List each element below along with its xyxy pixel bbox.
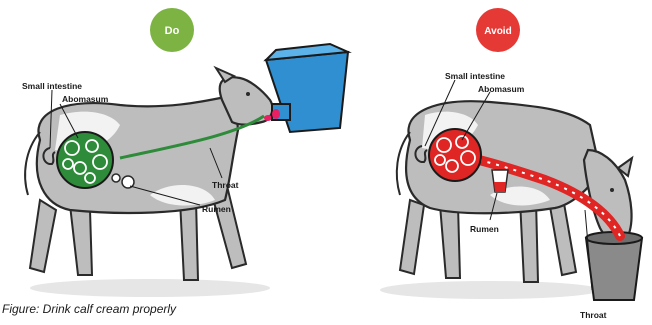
do-ground-shadow	[30, 279, 270, 297]
avoid-label-rumen: Rumen	[470, 224, 499, 234]
avoid-label-abomasum: Abomasum	[478, 84, 525, 94]
do-label-small-intestine: Small intestine	[22, 81, 82, 91]
avoid-calf-eye	[610, 188, 614, 192]
figure-caption: Figure: Drink calf cream properly	[2, 302, 176, 316]
avoid-ground-shadow	[380, 281, 600, 299]
avoid-badge-label: Avoid	[484, 26, 511, 37]
do-label-abomasum: Abomasum	[62, 94, 109, 104]
avoid-label-throat: Throat	[580, 310, 607, 320]
blue-feeder	[266, 44, 348, 132]
avoid-abomasum	[429, 129, 481, 181]
do-panel: Do	[22, 8, 348, 297]
do-calf-eye	[246, 92, 250, 96]
do-calf-tongue	[264, 115, 272, 121]
do-label-throat: Throat	[212, 180, 239, 190]
do-badge-label: Do	[165, 25, 180, 37]
avoid-label-small-intestine: Small intestine	[445, 71, 505, 81]
avoid-panel: Avoid	[380, 8, 642, 320]
do-label-rumen: Rumen	[202, 204, 231, 214]
grey-bucket	[586, 232, 642, 300]
